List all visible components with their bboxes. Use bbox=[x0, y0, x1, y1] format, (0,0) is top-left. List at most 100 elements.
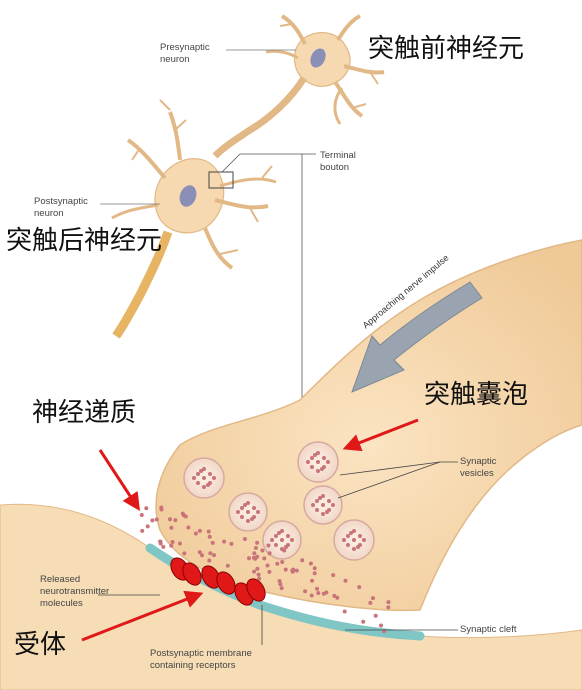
neurotransmitter-molecule bbox=[332, 593, 337, 598]
receptor-marker bbox=[246, 578, 266, 602]
neurotransmitter-molecule bbox=[386, 600, 391, 605]
neurotransmitter-molecule bbox=[206, 529, 211, 534]
neurotransmitter-molecule bbox=[139, 513, 144, 517]
vesicle-dot bbox=[321, 512, 325, 516]
highlighted-receptors bbox=[170, 557, 266, 606]
vesicle-dot bbox=[352, 538, 356, 542]
vesicle-dot bbox=[192, 476, 196, 480]
vesicle-dot bbox=[352, 547, 356, 551]
vesicle-dot bbox=[316, 451, 320, 455]
neurotransmitter-molecule bbox=[255, 554, 260, 559]
neurotransmitter-molecule bbox=[275, 561, 280, 566]
neurotransmitter-molecule bbox=[200, 553, 204, 558]
neurotransmitter-molecule bbox=[229, 541, 234, 546]
synaptic-vesicles-label: Synaptic vesicles bbox=[460, 456, 497, 479]
vesicle-leader-1 bbox=[339, 461, 441, 476]
terminal-bouton-leader bbox=[221, 153, 316, 173]
neurotransmitter-molecule bbox=[331, 573, 336, 578]
terminal-bouton-shape bbox=[155, 239, 582, 612]
vesicle-dot bbox=[331, 503, 335, 507]
vesicle-dot bbox=[202, 467, 206, 471]
vesicle-leader-2 bbox=[337, 461, 441, 499]
neurotransmitter-molecule bbox=[309, 593, 314, 598]
vesicle-dot bbox=[202, 476, 206, 480]
vesicle-contents bbox=[192, 451, 366, 551]
vesicle-dot bbox=[240, 515, 244, 519]
vesicle-dot bbox=[246, 510, 250, 514]
neurotransmitter-molecule bbox=[361, 619, 366, 624]
neurotransmitter-molecule bbox=[170, 540, 175, 544]
neurotransmitter-molecule bbox=[277, 579, 282, 583]
vesicle-dot bbox=[286, 534, 290, 538]
neurotransmitter-molecule bbox=[316, 591, 321, 595]
neurotransmitter-molecule bbox=[312, 571, 317, 576]
neurotransmitter-zh: 神经递质 bbox=[32, 398, 137, 428]
neurotransmitter-molecule bbox=[308, 561, 313, 566]
neurotransmitter-molecule bbox=[265, 563, 270, 568]
neurotransmitter-molecule bbox=[373, 613, 378, 618]
synaptic-cleft-label: Synaptic cleft bbox=[460, 624, 517, 635]
receptor-marker bbox=[201, 565, 221, 589]
neurotransmitter-molecule bbox=[294, 568, 299, 573]
neurotransmitter-molecule bbox=[169, 543, 174, 548]
vesicle-dot bbox=[321, 494, 325, 498]
vesicle-dot bbox=[250, 517, 254, 521]
neurotransmitter-molecule bbox=[154, 517, 159, 522]
vesicle-dot bbox=[246, 501, 250, 505]
neurotransmitter-molecule bbox=[210, 540, 215, 545]
vesicle-dot bbox=[274, 543, 278, 547]
neurotransmitter-molecule bbox=[252, 551, 257, 556]
vesicle-dot bbox=[270, 538, 274, 542]
presynaptic-neuron-shape bbox=[212, 14, 385, 159]
vesicle-dot bbox=[316, 460, 320, 464]
vesicle-dot bbox=[256, 510, 260, 514]
neurotransmitter-molecule bbox=[266, 543, 271, 548]
neurotransmitter-molecule bbox=[161, 544, 166, 549]
vesicle-dot bbox=[352, 529, 356, 533]
neurotransmitter-molecule bbox=[342, 609, 347, 614]
neurotransmitter-molecule bbox=[197, 550, 202, 555]
vesicle-red-arrow bbox=[342, 418, 419, 452]
neurotransmitter-molecule bbox=[253, 546, 258, 550]
vesicle-dot bbox=[356, 545, 360, 549]
neurotransmitter-molecule bbox=[343, 578, 348, 583]
presynaptic-neuron-label: Presynaptic neuron bbox=[160, 42, 210, 65]
synaptic-vesicle-zh: 突触囊泡 bbox=[424, 380, 529, 410]
vesicle-dot bbox=[313, 453, 317, 457]
vesicle-dot bbox=[243, 503, 247, 507]
vesicle-dot bbox=[346, 534, 350, 538]
neurotransmitter-molecule bbox=[310, 578, 315, 583]
vesicle-dot bbox=[277, 531, 281, 535]
postsynaptic-nucleus bbox=[179, 185, 197, 207]
vesicle-dot bbox=[199, 469, 203, 473]
neurotransmitter-molecule bbox=[144, 506, 149, 511]
neurotransmitter-molecule bbox=[324, 590, 329, 595]
neurotransmitter-molecule bbox=[371, 596, 375, 601]
neurotransmitter-molecule bbox=[177, 541, 182, 546]
neurotransmitter-molecule bbox=[222, 539, 227, 544]
neurotransmitter-molecule bbox=[168, 517, 172, 522]
vesicle-dot bbox=[318, 496, 322, 500]
vesicle-dot bbox=[310, 465, 314, 469]
vesicle-dot bbox=[252, 506, 256, 510]
vesicle-dot bbox=[280, 529, 284, 533]
neurotransmitter-molecule bbox=[158, 539, 163, 544]
neurotransmitter-molecule bbox=[186, 525, 191, 530]
vesicle-dot bbox=[311, 503, 315, 507]
neurotransmitter-molecule bbox=[300, 558, 305, 563]
presynaptic-neuron-zh: 突触前神经元 bbox=[368, 34, 525, 64]
neurotransmitter-molecule bbox=[207, 558, 212, 563]
neurotransmitter-molecule bbox=[247, 556, 251, 561]
synaptic-vesicles bbox=[183, 441, 375, 561]
neurotransmitter-molecule bbox=[252, 569, 257, 574]
vesicle-dot bbox=[346, 543, 350, 547]
vesicle-dot bbox=[315, 508, 319, 512]
vesicle-dot bbox=[358, 534, 362, 538]
vesicle-dot bbox=[202, 485, 206, 489]
neurotransmitter-molecule bbox=[335, 595, 340, 600]
neurotransmitter-molecule bbox=[267, 569, 272, 574]
neurotransmitter-molecule bbox=[279, 586, 284, 591]
neurotransmitter-molecule bbox=[255, 540, 260, 545]
vesicle-dot bbox=[342, 538, 346, 542]
